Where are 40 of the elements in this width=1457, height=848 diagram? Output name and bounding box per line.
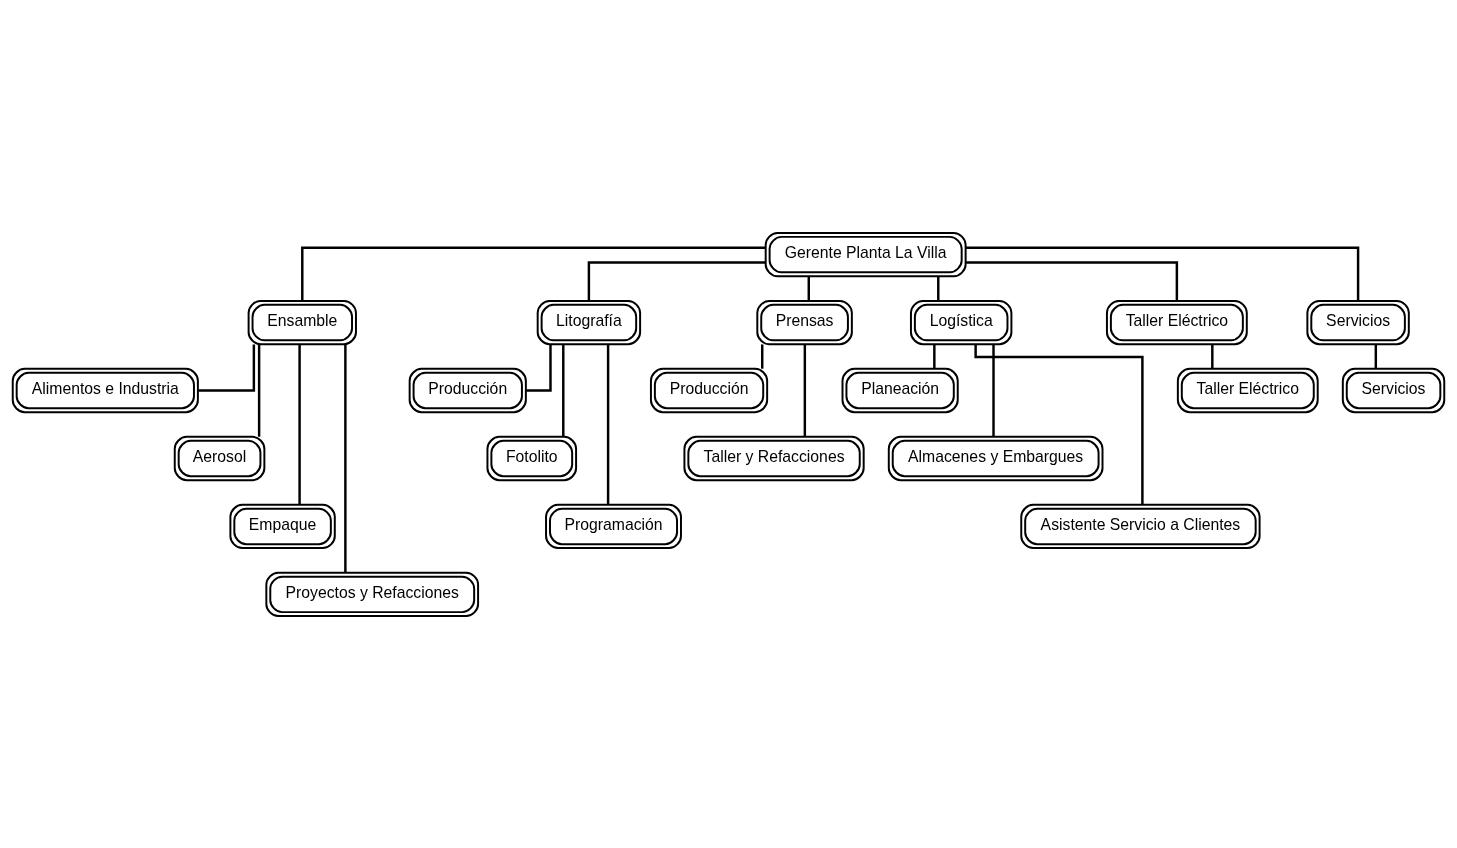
connector <box>965 260 1179 301</box>
node-box: Fotolito <box>486 435 578 481</box>
node-box: Logística <box>909 299 1013 345</box>
connector <box>965 246 1360 300</box>
connector <box>937 276 940 301</box>
node-box: Aerosol <box>173 435 266 481</box>
node-box: Producción <box>649 367 769 413</box>
node-box: Litografía <box>536 299 642 345</box>
connector <box>301 246 766 300</box>
node-box: Servicios <box>1306 299 1410 345</box>
node-box: Asistente Servicio a Clientes <box>1020 503 1261 549</box>
connector <box>807 276 810 301</box>
node-box: Proyectos y Refacciones <box>265 571 480 617</box>
node-box: Empaque <box>229 503 336 549</box>
connector <box>803 343 807 437</box>
connector <box>298 343 301 504</box>
node-box: Producción <box>408 367 527 413</box>
node-box: Alimentos e Industria <box>11 367 199 413</box>
connector <box>992 343 995 437</box>
node-box: Taller Eléctrico <box>1105 299 1248 345</box>
connector <box>1374 343 1378 369</box>
node-box: Prensas <box>756 299 853 345</box>
node-box: Planeación <box>841 367 959 413</box>
connector <box>606 343 610 504</box>
connector <box>526 343 552 392</box>
connector <box>1211 343 1214 369</box>
node-box: Taller y Refacciones <box>683 435 865 481</box>
node-box: Gerente Planta La Villa <box>764 231 967 277</box>
connector <box>257 343 261 437</box>
connector <box>587 260 766 301</box>
connector <box>344 343 347 572</box>
node-box: Taller Eléctrico <box>1176 367 1319 413</box>
connector <box>974 344 1144 505</box>
node-box: Servicios <box>1341 367 1446 413</box>
node-box: Ensamble <box>247 299 357 345</box>
connector <box>761 343 764 369</box>
connector <box>198 343 256 392</box>
connector <box>933 343 936 369</box>
connector <box>562 343 565 437</box>
node-box: Almacenes y Embargues <box>887 435 1104 481</box>
